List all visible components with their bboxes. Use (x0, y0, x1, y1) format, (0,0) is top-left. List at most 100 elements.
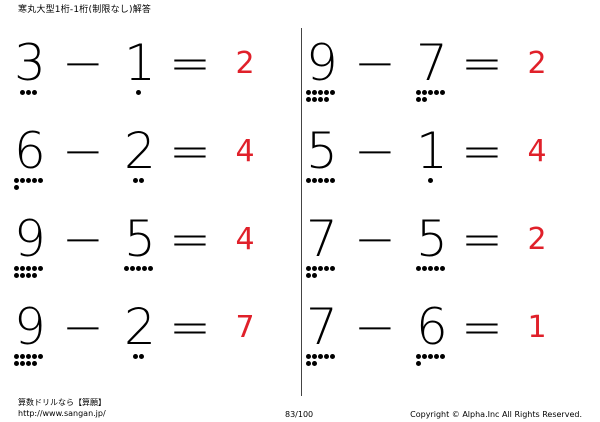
count-dot (26, 361, 31, 366)
count-dot (422, 90, 427, 95)
count-dot (14, 178, 19, 183)
count-dot (14, 185, 19, 190)
counting-dots (136, 90, 182, 97)
subtrahend: 2 (124, 122, 156, 180)
count-dot (416, 361, 421, 366)
count-dot (38, 178, 43, 183)
equals-sign: = (461, 298, 503, 356)
minus-sign: − (62, 210, 104, 268)
count-dot (434, 90, 439, 95)
count-dot (306, 273, 311, 278)
subtrahend: 6 (416, 298, 448, 356)
problem-5: 9−7=2 (306, 38, 576, 108)
count-dot (440, 90, 445, 95)
minuend: 9 (14, 298, 46, 356)
counting-dots (14, 266, 60, 280)
count-dot (20, 354, 25, 359)
minus-sign: − (354, 210, 396, 268)
count-dot (20, 273, 25, 278)
subtrahend: 1 (416, 122, 448, 180)
count-dot (26, 354, 31, 359)
count-dot (306, 97, 311, 102)
count-dot (148, 266, 153, 271)
count-dot (312, 354, 317, 359)
answer: 2 (527, 222, 547, 257)
count-dot (422, 354, 427, 359)
counting-dots (20, 90, 66, 97)
count-dot (306, 354, 311, 359)
subtrahend: 1 (124, 34, 156, 92)
minuend: 9 (306, 34, 338, 92)
count-dot (416, 266, 421, 271)
counting-dots (14, 354, 60, 368)
count-dot (434, 266, 439, 271)
answer: 2 (235, 46, 255, 81)
count-dot (312, 361, 317, 366)
answer: 7 (235, 310, 255, 345)
count-dot (26, 273, 31, 278)
minus-sign: − (354, 298, 396, 356)
count-dot (32, 354, 37, 359)
count-dot (20, 178, 25, 183)
count-dot (32, 361, 37, 366)
count-dot (306, 361, 311, 366)
count-dot (133, 178, 138, 183)
equals-sign: = (169, 34, 211, 92)
count-dot (14, 354, 19, 359)
minuend: 7 (306, 210, 338, 268)
page-number: 83/100 (285, 410, 314, 419)
problem-4: 9−2=7 (14, 302, 284, 372)
count-dot (312, 90, 317, 95)
problem-7: 7−5=2 (306, 214, 576, 284)
count-dot (14, 273, 19, 278)
count-dot (306, 266, 311, 271)
subtrahend: 7 (416, 34, 448, 92)
minus-sign: − (62, 298, 104, 356)
counting-dots (133, 178, 179, 185)
site-url[interactable]: http://www.sangan.jp/ (18, 409, 106, 418)
count-dot (428, 354, 433, 359)
answer: 4 (235, 222, 255, 257)
count-dot (32, 178, 37, 183)
counting-dots (416, 266, 462, 273)
answer: 4 (527, 134, 547, 169)
count-dot (428, 266, 433, 271)
count-dot (434, 354, 439, 359)
count-dot (416, 354, 421, 359)
counting-dots (14, 178, 60, 192)
minus-sign: − (354, 122, 396, 180)
count-dot (32, 266, 37, 271)
minus-sign: − (62, 34, 104, 92)
subtrahend: 5 (416, 210, 448, 268)
counting-dots (306, 266, 352, 280)
minuend: 6 (14, 122, 46, 180)
count-dot (139, 178, 144, 183)
count-dot (318, 178, 323, 183)
equals-sign: = (169, 210, 211, 268)
count-dot (130, 266, 135, 271)
count-dot (324, 266, 329, 271)
count-dot (26, 178, 31, 183)
problem-1: 3−1=2 (14, 38, 284, 108)
count-dot (133, 354, 138, 359)
counting-dots (306, 90, 352, 104)
count-dot (330, 266, 335, 271)
count-dot (312, 266, 317, 271)
count-dot (26, 266, 31, 271)
subtrahend: 5 (124, 210, 156, 268)
counting-dots (428, 178, 474, 185)
count-dot (416, 97, 421, 102)
minuend: 3 (14, 34, 46, 92)
count-dot (330, 178, 335, 183)
counting-dots (416, 354, 462, 368)
problem-6: 5−1=4 (306, 126, 576, 196)
minus-sign: − (62, 122, 104, 180)
count-dot (330, 90, 335, 95)
count-dot (312, 178, 317, 183)
problem-2: 6−2=4 (14, 126, 284, 196)
count-dot (142, 266, 147, 271)
count-dot (428, 90, 433, 95)
subtrahend: 2 (124, 298, 156, 356)
count-dot (422, 266, 427, 271)
count-dot (312, 273, 317, 278)
